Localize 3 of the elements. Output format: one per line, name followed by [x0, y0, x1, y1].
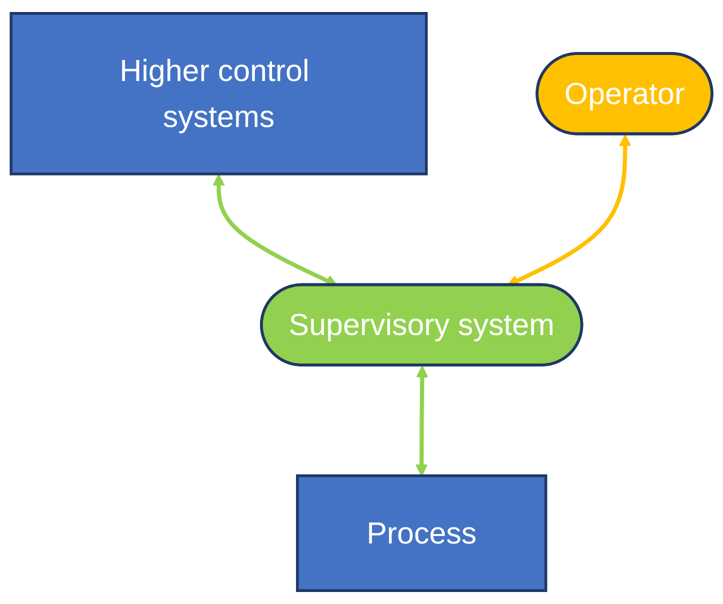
- arrow: [416, 366, 428, 476]
- node-box: Process: [296, 474, 548, 592]
- node-box: Higher control systems: [10, 12, 428, 176]
